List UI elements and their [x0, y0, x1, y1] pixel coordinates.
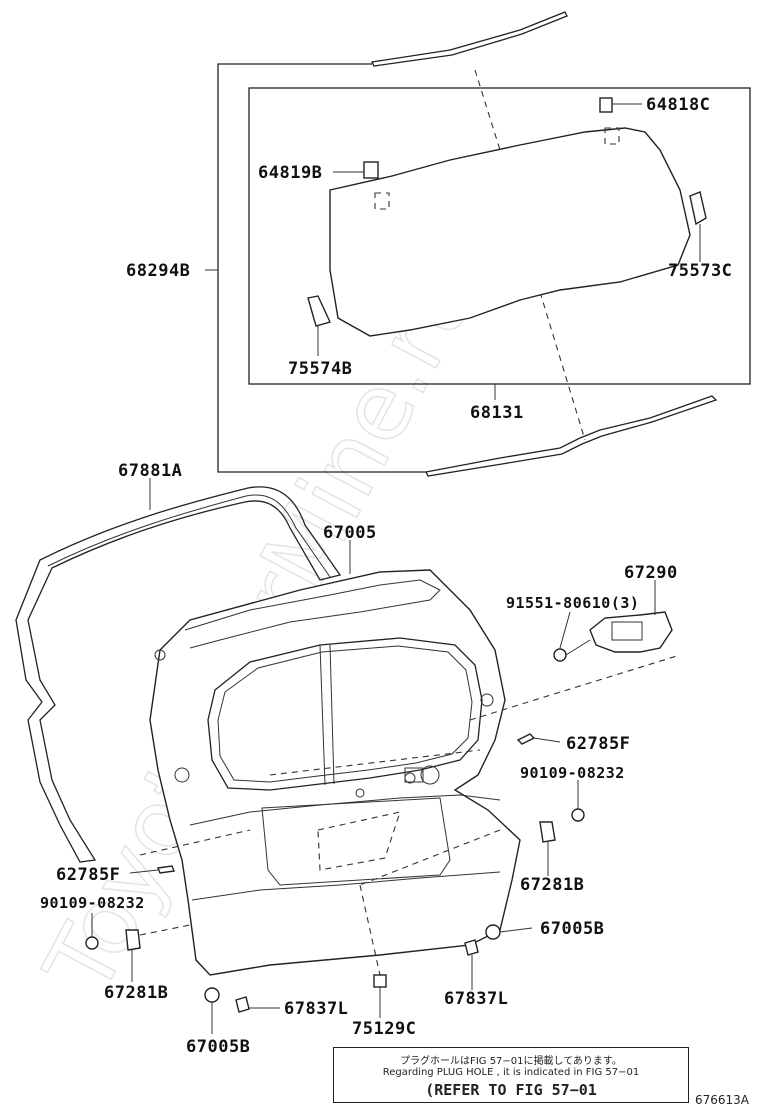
leader-bolt-91551: [565, 639, 591, 656]
dash-window: [269, 749, 481, 776]
door-hole-1: [174, 767, 190, 783]
clip-64818C: [599, 97, 613, 113]
leader-91551: [559, 611, 571, 649]
cushion-67005B-left: [204, 987, 220, 1003]
plug-hole-note: プラグホールはFIG 57−01に掲載してあります。 Regarding PLU…: [333, 1047, 689, 1103]
centerline-bottom: [539, 291, 586, 441]
door-hole-4: [154, 649, 166, 661]
door-hole-2: [420, 765, 440, 785]
label-67281B-right: 67281B: [520, 875, 584, 895]
label-64818C: 64818C: [646, 95, 710, 115]
glass-mark-right: [604, 127, 620, 145]
stop-67281B-right: [539, 821, 556, 843]
label-90109-08232-left: 90109-08232: [40, 894, 145, 912]
clip-64819B: [363, 161, 379, 179]
label-67005B-left: 67005B: [186, 1037, 250, 1057]
door-hole-6: [355, 788, 365, 798]
label-62785F-left: 62785F: [56, 865, 120, 885]
label-75573C: 75573C: [668, 261, 732, 281]
bolt-91551: [553, 648, 567, 662]
door-window-inner: [217, 645, 473, 783]
stop-67281B-left: [125, 929, 141, 951]
note-refer: (REFER TO FIG 57−01: [425, 1081, 597, 1099]
lower-molding-strip: [425, 395, 718, 477]
dash-right: [359, 829, 501, 886]
label-67005: 67005: [323, 523, 377, 543]
lock-67290: [589, 611, 673, 653]
dash-license-bracket: [317, 811, 401, 871]
door-outer-shell: [149, 569, 521, 976]
figure-number: 676613A: [695, 1093, 750, 1107]
inner-box: [248, 87, 751, 385]
label-68294B: 68294B: [126, 261, 190, 281]
label-75574B: 75574B: [288, 359, 352, 379]
label-67290: 67290: [624, 563, 678, 583]
label-75129C: 75129C: [352, 1019, 416, 1039]
left-hardware: [85, 865, 387, 1034]
label-67281B-left: 67281B: [104, 983, 168, 1003]
weatherstrip-inner: [47, 494, 331, 578]
clip-67837L-right: [464, 939, 479, 956]
grommet-75129C: [373, 974, 387, 988]
right-hardware: [464, 580, 673, 990]
label-67837L-right: 67837L: [444, 989, 508, 1009]
back-glass-group: [205, 11, 751, 477]
plug-62785F-left: [157, 865, 175, 874]
back-door-panel: [139, 540, 681, 976]
bolt-90109-left: [85, 936, 99, 950]
glass-mark-left: [374, 192, 390, 210]
door-spoiler: [184, 579, 441, 649]
note-english: Regarding PLUG HOLE , it is indicated in…: [382, 1067, 640, 1078]
outer-bracket: [217, 63, 426, 473]
door-pillar-center-left: [319, 644, 326, 786]
bolt-90109-right: [571, 808, 585, 822]
door-lock-mount: [404, 767, 424, 783]
leader-62785F-left: [129, 869, 159, 874]
leader-62785F-right: [533, 737, 561, 743]
door-hole-5: [480, 693, 494, 707]
upper-molding-strip: [371, 11, 568, 67]
label-64819B: 64819B: [258, 163, 322, 183]
license-recess: [261, 797, 451, 886]
leader-67005B-right: [499, 927, 533, 933]
door-pillar-center-right: [329, 644, 335, 785]
dash-lock: [469, 654, 681, 721]
door-lower-split: [189, 794, 501, 826]
label-67881A: 67881A: [118, 461, 182, 481]
lock-inner: [611, 621, 643, 641]
weatherstrip-outer: [15, 486, 342, 863]
label-91551-80610: 91551-80610(3): [506, 594, 639, 612]
centerline-top: [474, 69, 501, 151]
dash-left-stop-2: [139, 924, 191, 936]
spacer-75574B: [307, 295, 331, 327]
label-68131: 68131: [470, 403, 524, 423]
back-window-glass: [329, 127, 691, 337]
dash-75129C: [359, 884, 381, 976]
cushion-67005B-right: [485, 924, 501, 940]
label-62785F-right: 62785F: [566, 734, 630, 754]
weatherstrip-67881A: [15, 478, 342, 863]
dash-left-stop: [139, 829, 251, 856]
spacer-75573C: [689, 191, 707, 226]
label-67837L-left: 67837L: [284, 999, 348, 1019]
label-90109-08232-right: 90109-08232: [520, 764, 625, 782]
label-67005B-right: 67005B: [540, 919, 604, 939]
door-window-opening: [207, 637, 483, 791]
note-japanese: プラグホールはFIG 57−01に掲載してあります。: [400, 1056, 622, 1067]
plug-62785F-right: [516, 733, 536, 745]
door-garnish-line: [191, 871, 501, 901]
clip-67837L-left: [235, 996, 250, 1013]
